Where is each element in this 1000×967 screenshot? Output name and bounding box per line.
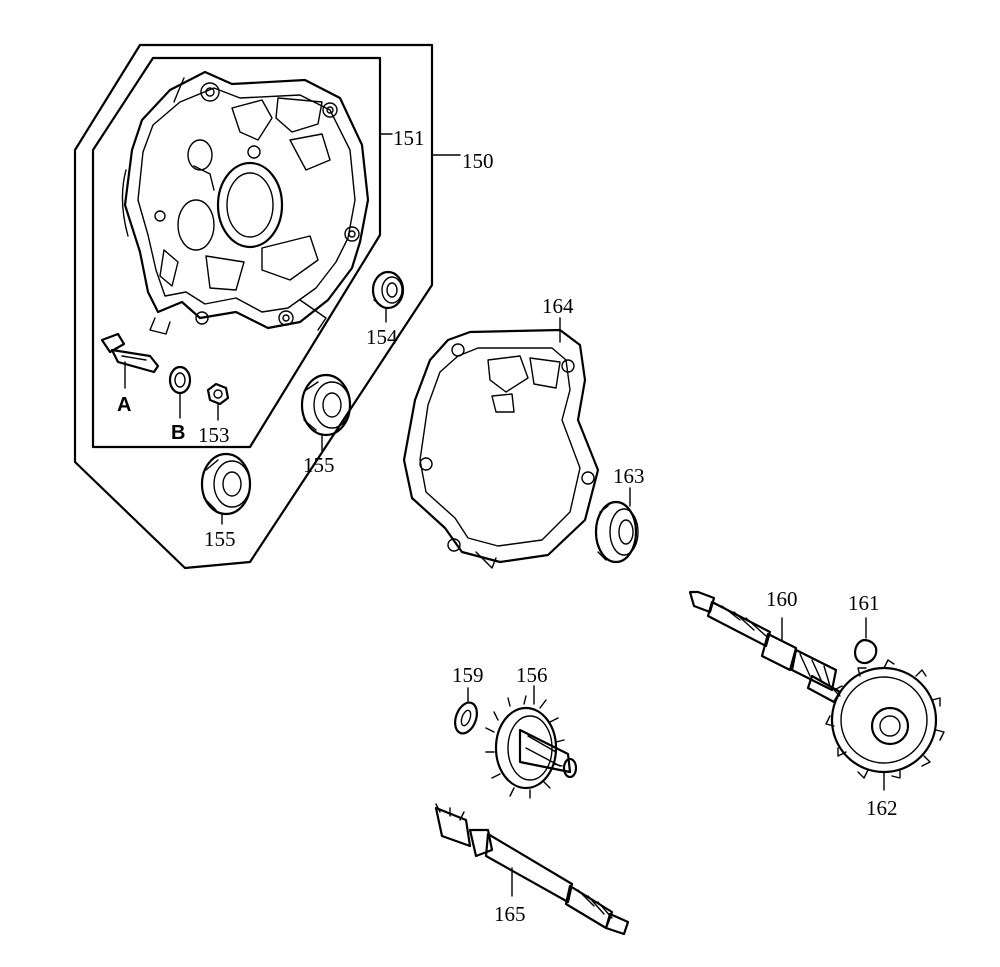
label-151: 151 [393, 126, 425, 150]
label-159: 159 [452, 663, 484, 687]
label-165: 165 [494, 902, 526, 926]
gear-156 [485, 685, 578, 799]
bearing-155-upper [300, 373, 352, 453]
gasket-164 [402, 317, 600, 569]
label-162: 162 [866, 796, 898, 820]
label-154: 154 [366, 325, 398, 349]
label-150: 150 [462, 149, 494, 173]
bearing-154 [371, 270, 405, 323]
label-164: 164 [542, 294, 574, 318]
label-163: 163 [613, 464, 645, 488]
assembly-outline-150 [73, 43, 461, 570]
label-161: 161 [848, 591, 880, 615]
washer-159 [454, 687, 478, 735]
crankcase-cover-151 [121, 70, 370, 335]
label-156: 156 [516, 663, 548, 687]
label-155-upper: 155 [303, 453, 335, 477]
circlip-161 [854, 617, 878, 665]
gear-162 [825, 659, 945, 791]
bearing-155-lower [200, 452, 252, 525]
bolt-part-A [100, 332, 160, 389]
label-B: B [171, 422, 185, 444]
label-A: A [117, 394, 131, 416]
label-160: 160 [766, 587, 798, 611]
label-155-lower: 155 [204, 527, 236, 551]
oil-seal-163 [594, 487, 639, 564]
nut-153 [206, 382, 230, 421]
label-153: 153 [198, 423, 230, 447]
shaft-160 [688, 590, 842, 704]
shaft-165 [434, 803, 630, 936]
washer-part-B [168, 365, 192, 419]
